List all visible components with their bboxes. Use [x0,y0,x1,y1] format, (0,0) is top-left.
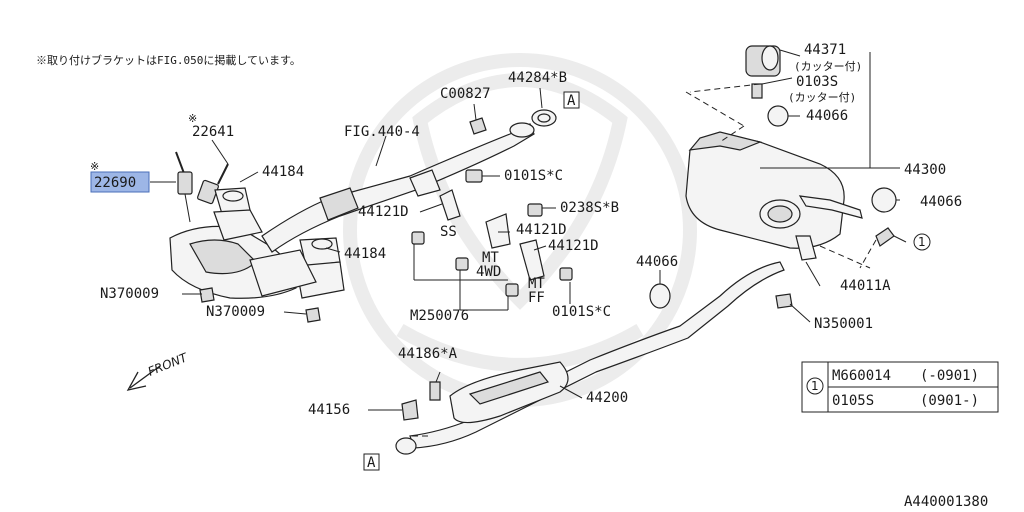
part-44121D-right[interactable]: 44121D [548,238,599,254]
part-44184-upper[interactable]: 44184 [262,164,304,180]
ref-mark-22641: ※ [188,112,197,125]
center-pipe-drawing [395,261,785,455]
front-direction-arrow: FRONT [126,350,191,391]
legend-row-1-part[interactable]: M660014 [832,368,891,384]
part-44121D-mid[interactable]: 44121D [516,222,567,238]
part-C00827[interactable]: C00827 [440,86,491,102]
part-44011A[interactable]: 44011A [840,278,891,294]
legend-circle [806,377,824,395]
variant-MT-4WD: MT [482,250,499,266]
ref-A-lower[interactable]: A [367,455,376,471]
ref-A-upper[interactable]: A [567,93,576,109]
part-44156[interactable]: 44156 [308,402,350,418]
part-44066-right[interactable]: 44066 [920,194,962,210]
o2-sensor-22690-drawing [175,151,193,223]
ref-box-A-lower [363,453,380,471]
dashed-connection-lines [412,83,877,437]
part-22690[interactable]: 22690 [94,175,136,191]
part-labels: ※ 22690 ※ 22641 44184 44184 N370009 N370… [90,42,962,471]
part-0103S[interactable]: 0103S [796,74,838,90]
legend-row-2-part[interactable]: 0105S [832,393,874,409]
part-0101S-C-upper[interactable]: 0101S*C [504,168,563,184]
part-N350001[interactable]: N350001 [814,316,873,332]
o2-sensor-22641-drawing [197,163,229,205]
variant-SS: SS [440,224,457,240]
ref-box-A-upper [563,91,580,109]
part-M250076[interactable]: M250076 [410,308,469,324]
legend-table: 1 M660014 (-0901) 0105S (0901-) [801,361,999,413]
bracket-bolts-drawing [199,169,573,323]
part-44200[interactable]: 44200 [586,390,628,406]
part-44284B[interactable]: 44284*B [508,70,567,86]
variant-MT-FF: MT [528,276,545,292]
part-44184-lower[interactable]: 44184 [344,246,386,262]
legend-marker: 1 [811,379,819,393]
front-pipe-drawing [261,122,535,253]
legend-row-1-range: (-0901) [920,368,979,384]
part-N370009-upper[interactable]: N370009 [100,286,159,302]
figure-id: A440001380 [904,494,988,510]
ref-circle-1-label[interactable]: 1 [918,235,926,249]
variant-4WD: 4WD [476,264,501,280]
exhaust-manifold-drawing [169,187,345,299]
part-0101S-C-lower[interactable]: 0101S*C [552,304,611,320]
cutter-note-1: (カッター付) [794,60,862,73]
highlight-22690 [90,171,150,193]
variant-FF: FF [528,290,545,306]
part-N370009-lower[interactable]: N370009 [206,304,265,320]
front-label: FRONT [146,350,191,379]
gasket-drawings [469,109,557,135]
ref-mark-22690: ※ [90,160,99,173]
part-44066-center[interactable]: 44066 [636,254,678,270]
ref-circle-1 [913,233,931,251]
part-44186A[interactable]: 44186*A [398,346,458,362]
part-44300[interactable]: 44300 [904,162,946,178]
part-44121D-left[interactable]: 44121D [358,204,409,220]
legend-row-2-range: (0901-) [920,393,979,409]
bracket-note: ※取り付けブラケットはFIG.050に掲載しています。 [36,53,301,67]
part-44371[interactable]: 44371 [804,42,846,58]
leader-lines [150,49,907,411]
part-0238S-B[interactable]: 0238S*B [560,200,619,216]
part-22641[interactable]: 22641 [192,124,234,140]
part-fig-440-4[interactable]: FIG.440-4 [344,124,420,140]
cutter-note-2: (カッター付) [788,91,856,104]
part-44066-top[interactable]: 44066 [806,108,848,124]
